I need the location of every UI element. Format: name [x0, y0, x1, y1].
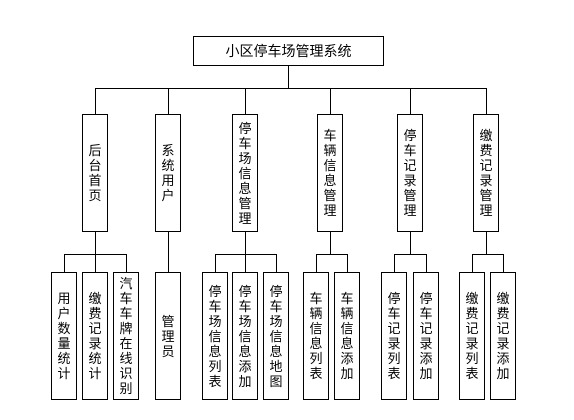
leaf-node: 缴费记录列表: [459, 272, 485, 400]
module-node-label: 系统用户: [161, 144, 175, 204]
module-node-label: 缴费记录管理: [479, 129, 493, 219]
leaf-node: 汽车车牌在线识别: [113, 272, 139, 400]
connector-module-down: [168, 232, 169, 254]
connector-child: [426, 254, 427, 272]
leaf-node: 用户数量统计: [51, 272, 77, 400]
leaf-node: 停车记录列表: [381, 272, 407, 400]
connector-child: [245, 254, 246, 272]
leaf-node-label: 缴费记录添加: [496, 292, 510, 382]
connector-module-1: [95, 88, 96, 114]
connector-child: [215, 254, 216, 272]
connector-module-down: [330, 232, 331, 254]
connector-module-2: [168, 88, 169, 114]
connector-child: [472, 254, 473, 272]
leaf-node: 停车场信息列表: [202, 272, 228, 400]
connector-child: [503, 254, 504, 272]
connector-child: [316, 254, 317, 272]
connector-child: [276, 254, 277, 272]
root-node: 小区停车场管理系统: [193, 36, 384, 66]
connector-sub-bus: [316, 254, 348, 255]
leaf-node: 停车记录添加: [413, 272, 439, 400]
module-node: 停车场信息管理: [232, 114, 258, 232]
leaf-node-label: 缴费记录列表: [465, 292, 479, 382]
connector-module-3: [245, 88, 246, 114]
leaf-node-label: 汽车车牌在线识别: [119, 277, 133, 397]
connector-module-down: [410, 232, 411, 254]
root-node-label: 小区停车场管理系统: [225, 44, 352, 60]
module-node: 车辆信息管理: [317, 114, 343, 232]
module-node-label: 停车记录管理: [403, 129, 417, 219]
leaf-node-label: 缴费记录统计: [88, 292, 102, 382]
connector-sub-bus: [394, 254, 427, 255]
leaf-node: 缴费记录统计: [82, 272, 108, 400]
connector-module-4: [330, 88, 331, 114]
connector-child: [347, 254, 348, 272]
module-node: 系统用户: [155, 114, 181, 232]
module-node-label: 停车场信息管理: [238, 121, 252, 227]
connector-child: [394, 254, 395, 272]
connector-main-bus: [95, 88, 487, 89]
leaf-node: 车辆信息添加: [334, 272, 360, 400]
connector-module-6: [486, 88, 487, 114]
leaf-node-label: 停车场信息地图: [269, 284, 283, 390]
connector-child: [126, 254, 127, 272]
connector-root-down: [288, 66, 289, 88]
leaf-node: 车辆信息列表: [303, 272, 329, 400]
module-node: 停车记录管理: [397, 114, 423, 232]
leaf-node-label: 车辆信息添加: [340, 292, 354, 382]
leaf-node-label: 停车场信息列表: [208, 284, 222, 390]
connector-child: [64, 254, 65, 272]
module-node: 缴费记录管理: [473, 114, 499, 232]
leaf-node-label: 车辆信息列表: [309, 292, 323, 382]
leaf-node: 管理员: [155, 272, 181, 400]
leaf-node-label: 停车记录添加: [419, 292, 433, 382]
leaf-node: 停车场信息地图: [263, 272, 289, 400]
connector-module-5: [410, 88, 411, 114]
module-node-label: 后台首页: [88, 144, 102, 204]
connector-sub-bus: [472, 254, 504, 255]
connector-module-down: [486, 232, 487, 254]
connector-module-down: [245, 232, 246, 254]
module-node-label: 车辆信息管理: [323, 129, 337, 219]
connector-sub-bus: [215, 254, 277, 255]
connector-child: [168, 254, 169, 272]
leaf-node-label: 管理员: [161, 314, 175, 360]
module-node: 后台首页: [82, 114, 108, 232]
leaf-node: 停车场信息添加: [232, 272, 258, 400]
leaf-node: 缴费记录添加: [490, 272, 516, 400]
connector-module-down: [95, 232, 96, 254]
connector-child: [95, 254, 96, 272]
leaf-node-label: 用户数量统计: [57, 292, 71, 382]
leaf-node-label: 停车记录列表: [387, 292, 401, 382]
leaf-node-label: 停车场信息添加: [238, 284, 252, 390]
